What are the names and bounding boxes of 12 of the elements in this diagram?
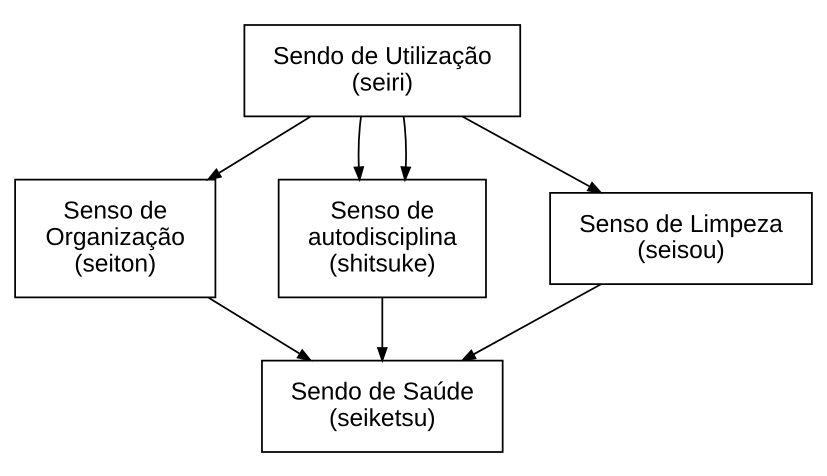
arrow [208, 296, 313, 362]
arrow [206, 115, 312, 180]
node-box: Senso de Limpeza (seisou) [549, 191, 813, 285]
node-box: Senso de autodisciplina (shitsuke) [278, 178, 487, 298]
arrow [353, 116, 364, 182]
arrow [400, 116, 412, 182]
node-box: Sendo de Utilização (seiri) [244, 24, 522, 117]
arrow [460, 283, 602, 362]
arrow [376, 297, 388, 362]
arrow [462, 115, 604, 194]
node-box: Senso de Organização (seiton) [14, 178, 216, 298]
node-box: Sendo de Saúde (seiketsu) [261, 359, 504, 452]
